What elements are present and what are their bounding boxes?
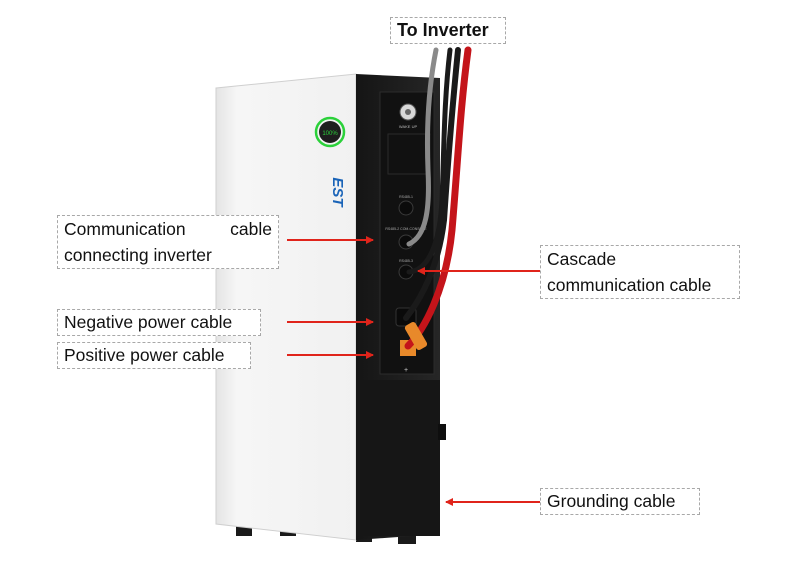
lower-cover <box>356 380 440 536</box>
positive-mark: + <box>404 367 408 374</box>
label-grounding-cable: Grounding cable <box>540 488 700 515</box>
negative-text: Negative power cable <box>64 312 233 332</box>
label-to-inverter: To Inverter <box>390 17 506 44</box>
label-communication-cable: Communication cable connecting inverter <box>57 215 279 269</box>
wake-up-label: WAKE UP <box>399 124 418 129</box>
grounding-text: Grounding cable <box>547 491 676 511</box>
display-text: 100% <box>322 131 338 137</box>
cascade-line-2: communication cable <box>547 275 712 295</box>
label-cascade-cable: Cascade communication cable <box>540 245 740 299</box>
port-label-3: RS485-3 <box>399 259 413 263</box>
status-display: 100% <box>314 116 346 148</box>
comm-line-1b: cable <box>230 219 272 239</box>
port-label-1: RS485-1 <box>399 195 413 199</box>
comm-line-2: connecting inverter <box>64 245 212 265</box>
brand-logo: EST <box>329 177 346 208</box>
to-inverter-text: To Inverter <box>397 20 489 40</box>
port-label-2: RS485-2 COM-CONSOLE <box>385 227 427 231</box>
pointer-arrows <box>287 236 540 506</box>
comm-port-1 <box>398 200 414 216</box>
wake-up-button[interactable] <box>399 103 417 121</box>
positive-text: Positive power cable <box>64 345 225 365</box>
cascade-line-1: Cascade <box>547 249 617 269</box>
comm-line-1a: Communication <box>64 219 186 239</box>
comm-line-1: Communication cable <box>64 216 272 242</box>
cables <box>403 46 472 351</box>
label-positive-cable: Positive power cable <box>57 342 251 369</box>
label-negative-cable: Negative power cable <box>57 309 261 336</box>
